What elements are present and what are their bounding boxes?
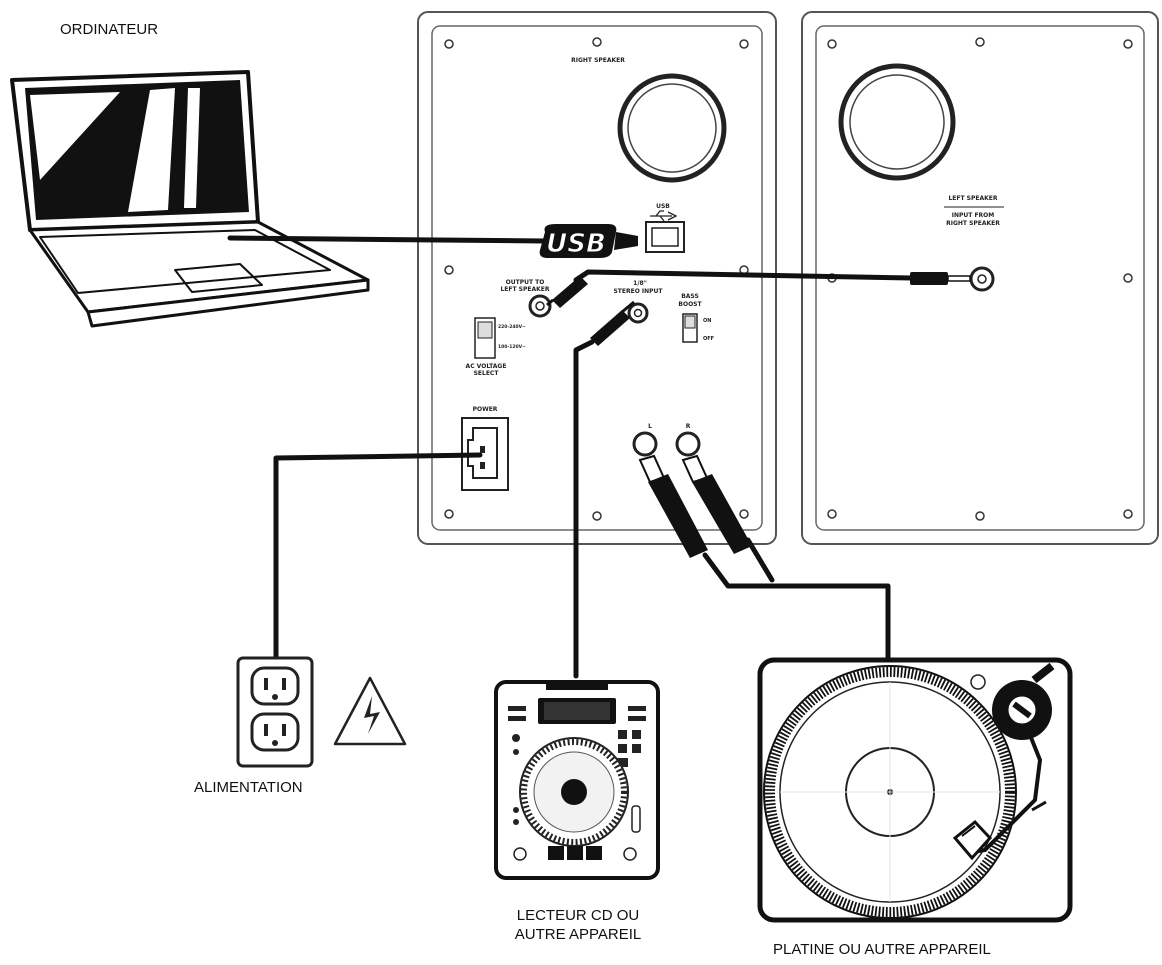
usb-port-label: USB [656, 203, 670, 210]
laptop-icon [10, 70, 370, 328]
turntable-icon [757, 657, 1073, 923]
tonearm [952, 662, 1055, 861]
right-speaker-title: RIGHT SPEAKER [571, 57, 625, 64]
speaker-link-plug-left [910, 272, 971, 285]
bass-on-label: ON [703, 318, 711, 324]
rca-jacks: L R [632, 423, 701, 457]
voltage-label-line1: AC VOLTAGE [466, 363, 507, 370]
usb-cable [227, 235, 546, 244]
ac-voltage-switch: 220-240V~ 100-120V~ AC VOLTAGE SELECT [466, 317, 526, 377]
output-label-line2: LEFT SPEAKER [500, 286, 549, 293]
bass-boost-switch: BASS BOOST ON OFF [678, 293, 714, 343]
rca-cable-left [702, 552, 891, 663]
input-label-line2: STEREO INPUT [613, 288, 663, 295]
rca-plugs [638, 454, 752, 558]
output-to-left-speaker-jack: OUTPUT TO LEFT SPEAKER [500, 279, 552, 318]
bass-label-line2: BOOST [678, 301, 702, 308]
left-speaker-panel: LEFT SPEAKER INPUT FROM RIGHT SPEAKER [801, 11, 1159, 545]
power-label: POWER [473, 406, 498, 413]
computer-label: ORDINATEUR [60, 21, 159, 38]
stereo-input-plug [590, 300, 635, 346]
port-hole [838, 63, 956, 181]
left-input-label-line2: RIGHT SPEAKER [946, 220, 1000, 227]
power-cable [273, 452, 483, 665]
cd-player-label-line1: LECTEUR CD OU [516, 907, 640, 924]
port-hole [617, 73, 727, 183]
cd-player-icon [494, 680, 660, 880]
cd-player-label-line2: AUTRE APPAREIL [514, 926, 642, 943]
rca-left-label: L [648, 423, 652, 430]
rca-right-label: R [686, 423, 691, 430]
bass-off-label: OFF [703, 336, 714, 342]
power-inlet: POWER [461, 406, 509, 491]
usb-plug-label: USB [546, 229, 606, 259]
high-voltage-warning-icon [333, 676, 407, 746]
turntable-label: PLATINE OU AUTRE APPAREIL [773, 941, 991, 958]
left-speaker-title: LEFT SPEAKER [948, 195, 997, 202]
voltage-label-line2: SELECT [474, 370, 500, 377]
right-speaker-panel: RIGHT SPEAKER USB OUTPUT TO LEFT SPEAKER… [417, 11, 777, 545]
voltage-115-label: 100-120V~ [498, 344, 526, 350]
left-input-label-line1: INPUT FROM [952, 212, 995, 219]
input-label-line1: 1/8" [633, 280, 647, 287]
wall-outlet-icon [236, 656, 314, 768]
usb-plug: USB [539, 224, 638, 260]
bass-label-line1: BASS [681, 293, 699, 300]
stereo-input-jack: 1/8" STEREO INPUT [613, 280, 663, 324]
stereo-input-cable [573, 339, 595, 679]
cd-player-label: LECTEUR CD OU AUTRE APPAREIL [492, 906, 664, 944]
voltage-230-label: 220-240V~ [498, 324, 526, 330]
power-source-label: ALIMENTATION [194, 779, 303, 796]
input-from-right-speaker-jack [969, 266, 995, 292]
output-label-line1: OUTPUT TO [506, 279, 545, 286]
usb-port: USB [645, 203, 685, 253]
screw-holes [444, 37, 749, 521]
rca-cable-right [745, 537, 775, 583]
speaker-link-plug-right [546, 276, 588, 308]
usb-trident-icon [650, 210, 678, 222]
